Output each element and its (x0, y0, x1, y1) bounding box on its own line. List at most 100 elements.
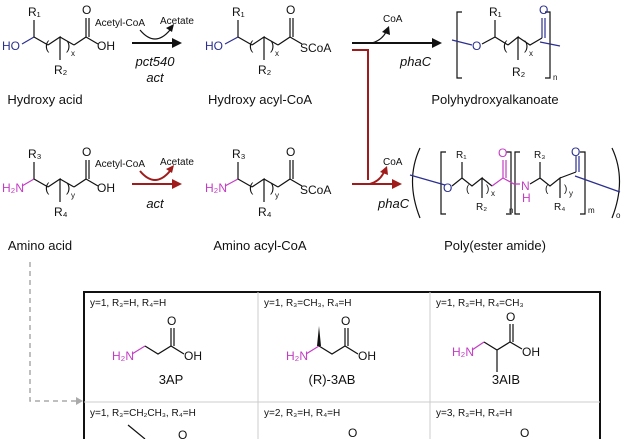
atoms-HO: HO (2, 39, 20, 53)
atoms-R2: R₂ (512, 65, 526, 79)
atoms-O: O (443, 181, 452, 195)
table-cells-1-cond: y=1, R₃=CH₃, R₄=H (264, 298, 352, 309)
atoms-O: O (82, 145, 91, 159)
table-cells-1-name: (R)-3AB (309, 372, 356, 387)
svg-text:(: ( (249, 38, 254, 53)
svg-text:): ) (66, 38, 70, 53)
atoms-R1: R₁ (489, 5, 502, 19)
dashed-arrowhead-icon (76, 397, 83, 405)
atoms-OH: OH (522, 345, 540, 359)
atoms-n: n (509, 206, 513, 215)
svg-text:): ) (564, 184, 567, 195)
atoms-O: O (498, 146, 507, 160)
reactions-step1-cosub: Acetyl-CoA (95, 18, 145, 29)
hydroxy-acyl-coa-label: Hydroxy acyl-CoA (208, 92, 312, 107)
hydroxy-acyl-coa-structure: HO R₁ () x R₂ O SCoA Hydroxy acyl-CoA (205, 3, 331, 107)
svg-text:(: ( (45, 180, 50, 195)
atoms-O: O (506, 310, 515, 324)
reactions-step1-enzyme2: act (146, 70, 165, 85)
reactions-step3-enzyme: act (146, 196, 165, 211)
reactions-step3-coprod: Acetate (160, 157, 194, 168)
atoms-n: n (553, 73, 557, 82)
reactions-step1-enzyme1: pct540 (134, 54, 175, 69)
atoms-R3: R₃ (28, 147, 42, 161)
step2-arrow: CoA phaC (352, 14, 442, 69)
atoms-OH: OH (97, 39, 115, 53)
atoms-H2N: H₂N (112, 349, 134, 363)
svg-text:(: ( (45, 38, 50, 53)
atoms-y: y (71, 191, 75, 200)
atoms-H2N: H₂N (452, 345, 474, 359)
atoms-O: O (286, 145, 295, 159)
atoms-R2: R₂ (258, 63, 272, 77)
atoms-SCoA: SCoA (300, 183, 331, 197)
atoms-o: o (616, 211, 621, 220)
atoms-SCoA: SCoA (300, 41, 331, 55)
atoms-OH: OH (97, 181, 115, 195)
step4-arrow: CoA phaC (352, 157, 410, 211)
hydroxy-acid-structure: HO R₁ () x R₂ O OH Hydroxy acid (2, 3, 115, 107)
atoms-O: O (167, 314, 176, 328)
atoms-O: O (539, 3, 548, 17)
atoms-R2: R₂ (476, 202, 487, 213)
atoms-OH: OH (184, 349, 202, 363)
pha-label: Polyhydroxyalkanoate (431, 92, 558, 107)
table-cells-5-cond: y=3, R₃=H, R₄=H (436, 408, 512, 419)
atoms-OH: OH (358, 349, 376, 363)
table-cells-0-name: 3AP (159, 372, 184, 387)
atoms-O: O (178, 428, 187, 439)
atoms-H2N: H₂N (205, 181, 227, 195)
atoms-x: x (491, 189, 495, 198)
svg-text:): ) (524, 38, 528, 53)
atoms-y: y (275, 191, 279, 200)
step1-arrow: Acetyl-CoA Acetate pct540 act (95, 16, 194, 85)
atoms-O: O (472, 39, 481, 53)
reactions-step4-enzyme: phaC (377, 196, 410, 211)
atoms-R2: R₂ (54, 63, 68, 77)
pha-structure: O R₁ () x R₂ O n Polyhydroxyalkanoate (431, 3, 561, 107)
atoms-O: O (82, 3, 91, 17)
inhibition-line (352, 49, 369, 180)
table-cells-3-cond: y=1, R₃=CH₂CH₃, R₄=H (90, 408, 196, 419)
atoms-R3: R₃ (534, 150, 545, 161)
atoms-H: H (522, 191, 531, 205)
svg-text:): ) (486, 184, 489, 195)
atoms-R4: R₄ (554, 202, 565, 213)
atoms-R1: R₁ (28, 5, 41, 19)
step3-arrow: Acetyl-CoA Acetate act (95, 157, 194, 211)
table-cells-2-cond: y=1, R₃=H, R₄=CH₃ (436, 298, 524, 309)
table-cell-3aib: y=1, R₃=H, R₄=CH₃ H₂N O OH 3AIB (436, 298, 540, 387)
atoms-x: x (275, 49, 279, 58)
atoms-O: O (286, 3, 295, 17)
table-cell-row2: y=1, R₃=CH₂CH₃, R₄=H O y=2, R₃=H, R₄=H O… (90, 408, 529, 439)
atoms-O: O (348, 426, 357, 439)
svg-text:): ) (270, 180, 274, 195)
atoms-R4: R₄ (54, 205, 68, 219)
atoms-R1: R₁ (232, 5, 245, 19)
poly-ester-amide-structure: O R₁ () x R₂ O n N H R₃ () y R₄ O m o Po… (409, 145, 621, 253)
amino-acid-structure: H₂N R₃ () y R₄ O OH Amino acid (2, 145, 115, 253)
hydroxy-acid-label: Hydroxy acid (7, 92, 82, 107)
pea-label: Poly(ester amide) (444, 238, 546, 253)
atoms-O: O (520, 426, 529, 439)
atoms-m: m (588, 206, 595, 215)
atoms-R4: R₄ (258, 205, 272, 219)
svg-text:(: ( (503, 38, 508, 53)
amino-acyl-coa-structure: H₂N R₃ () y R₄ O SCoA Amino acyl-CoA (205, 145, 331, 253)
table-cells-2-name: 3AIB (492, 372, 520, 387)
atoms-O: O (341, 314, 350, 328)
reactions-step2-enzyme: phaC (399, 54, 432, 69)
atoms-y: y (569, 189, 573, 198)
reactions-step1-coprod: Acetate (160, 16, 194, 27)
amino-acyl-coa-label: Amino acyl-CoA (213, 238, 307, 253)
atoms-x: x (71, 49, 75, 58)
table-cell-3ap: y=1, R₃=H, R₄=H H₂N OOH 3AP (90, 298, 202, 387)
reactions-step4-coprod: CoA (383, 157, 403, 168)
atoms-N: N (521, 179, 530, 193)
atoms-O: O (571, 145, 580, 159)
table-cells-4-cond: y=2, R₃=H, R₄=H (264, 408, 340, 419)
atoms-R1: R₁ (456, 150, 467, 161)
svg-text:(: ( (545, 184, 549, 195)
atoms-x: x (529, 49, 533, 58)
